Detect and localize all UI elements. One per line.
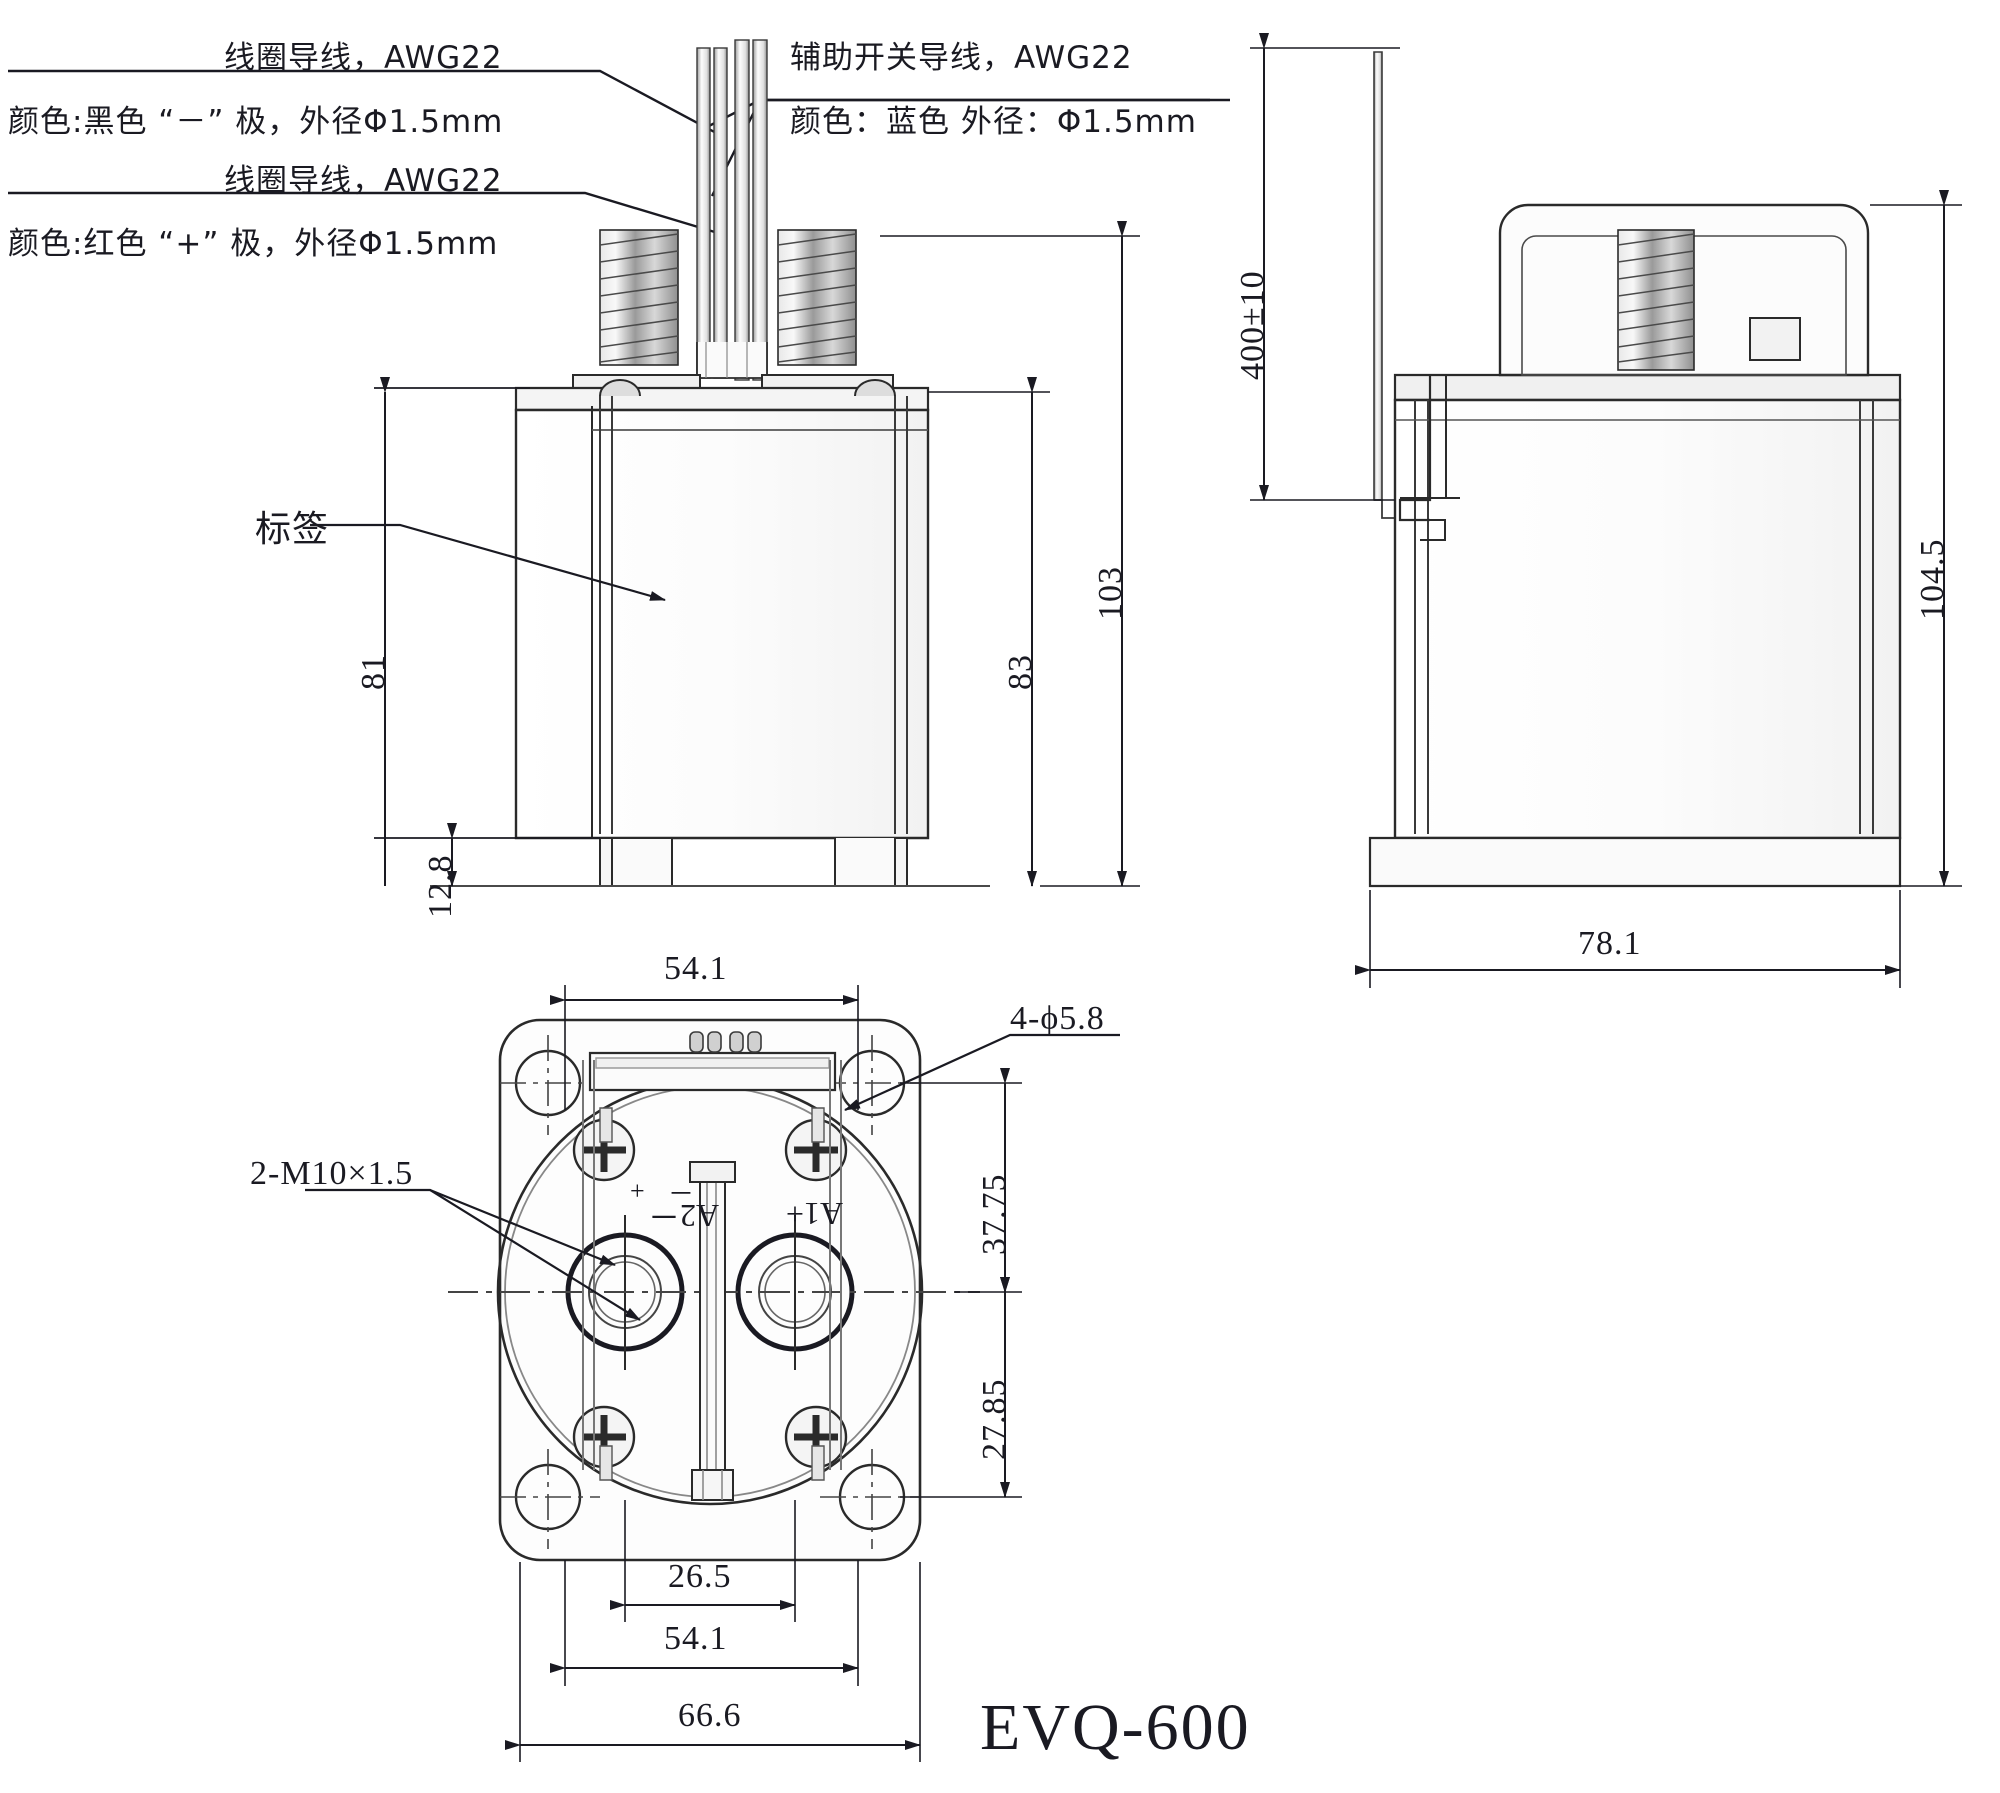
aux-switch-wire-line2: 颜色：蓝色 外径：Φ1.5mm — [790, 104, 1197, 140]
dim-base-height-12-8: 12.8 — [422, 854, 459, 919]
dim-terminal-pitch-26-5: 26.5 — [668, 1558, 732, 1595]
dim-hole-pitch-upper-37-75: 37.75 — [976, 1173, 1013, 1256]
coil-wire-black-line1: 线圈导线，AWG22 — [224, 40, 503, 76]
coil-wire-red-line2: 颜色:红色 “+” 极，外径Φ1.5mm — [8, 226, 499, 262]
coil-wire-black-line2: 颜色:黑色 “－” 极，外径Φ1.5mm — [8, 104, 504, 140]
dim-bottom-width-top-54-1: 54.1 — [664, 950, 728, 987]
terminal-mark-a1: A1+ — [786, 1196, 844, 1232]
dim-body-height-81: 81 — [355, 654, 392, 690]
dim-wire-length-400: 400±10 — [1234, 270, 1271, 380]
dim-overall-width-66-6: 66.6 — [678, 1697, 742, 1734]
terminal-mark-connector-plus: + — [630, 1176, 645, 1205]
dim-mount-width-54-1: 54.1 — [664, 1620, 728, 1657]
callout-terminal-thread: 2-M10×1.5 — [250, 1155, 414, 1192]
callout-mounting-holes: 4-ϕ5.8 — [1010, 1000, 1105, 1037]
label-callout-text: 标签 — [255, 509, 330, 550]
dim-side-height-104-5: 104.5 — [1914, 538, 1951, 621]
dim-hole-pitch-lower-27-85: 27.85 — [976, 1378, 1013, 1461]
dim-side-width-78-1: 78.1 — [1578, 925, 1642, 962]
dim-overall-height-103: 103 — [1092, 566, 1129, 620]
dim-terminal-base-83: 83 — [1002, 654, 1039, 690]
model-name: EVQ-600 — [980, 1691, 1251, 1764]
terminal-mark-a2: A2－ — [648, 1198, 720, 1234]
coil-wire-red-line1: 线圈导线，AWG22 — [224, 163, 503, 199]
aux-switch-wire-line1: 辅助开关导线，AWG22 — [790, 40, 1133, 76]
